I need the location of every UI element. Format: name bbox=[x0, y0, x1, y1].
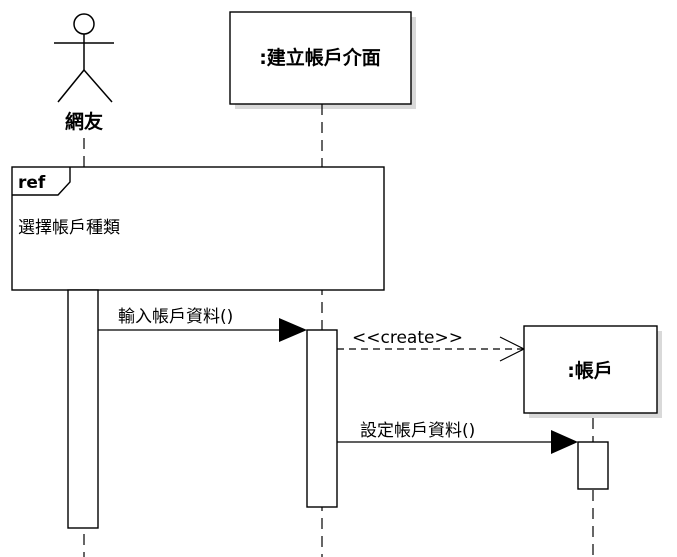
message-input-arrow bbox=[279, 318, 307, 342]
account-activation bbox=[577, 441, 609, 490]
ref-frame-label: 選擇帳戶種類 bbox=[18, 218, 120, 238]
ref-frame bbox=[11, 166, 385, 291]
actor-activation bbox=[67, 289, 99, 529]
interface-object-label: :建立帳戶介面 bbox=[259, 46, 381, 69]
interface-object-box bbox=[229, 11, 412, 105]
message-input-label: 輸入帳戶資料() bbox=[118, 307, 233, 327]
message-set-label: 設定帳戶資料() bbox=[360, 421, 475, 441]
account-object-box bbox=[523, 325, 658, 414]
message-set-arrow bbox=[551, 430, 578, 454]
ref-tag: ref bbox=[18, 173, 46, 193]
ref-frame-tab bbox=[12, 167, 71, 196]
message-create-label: <<create>> bbox=[352, 328, 463, 348]
actor-icon bbox=[54, 13, 114, 103]
actor-label: 網友 bbox=[65, 110, 103, 133]
account-object-label: :帳戶 bbox=[567, 359, 613, 382]
interface-activation bbox=[306, 329, 338, 508]
